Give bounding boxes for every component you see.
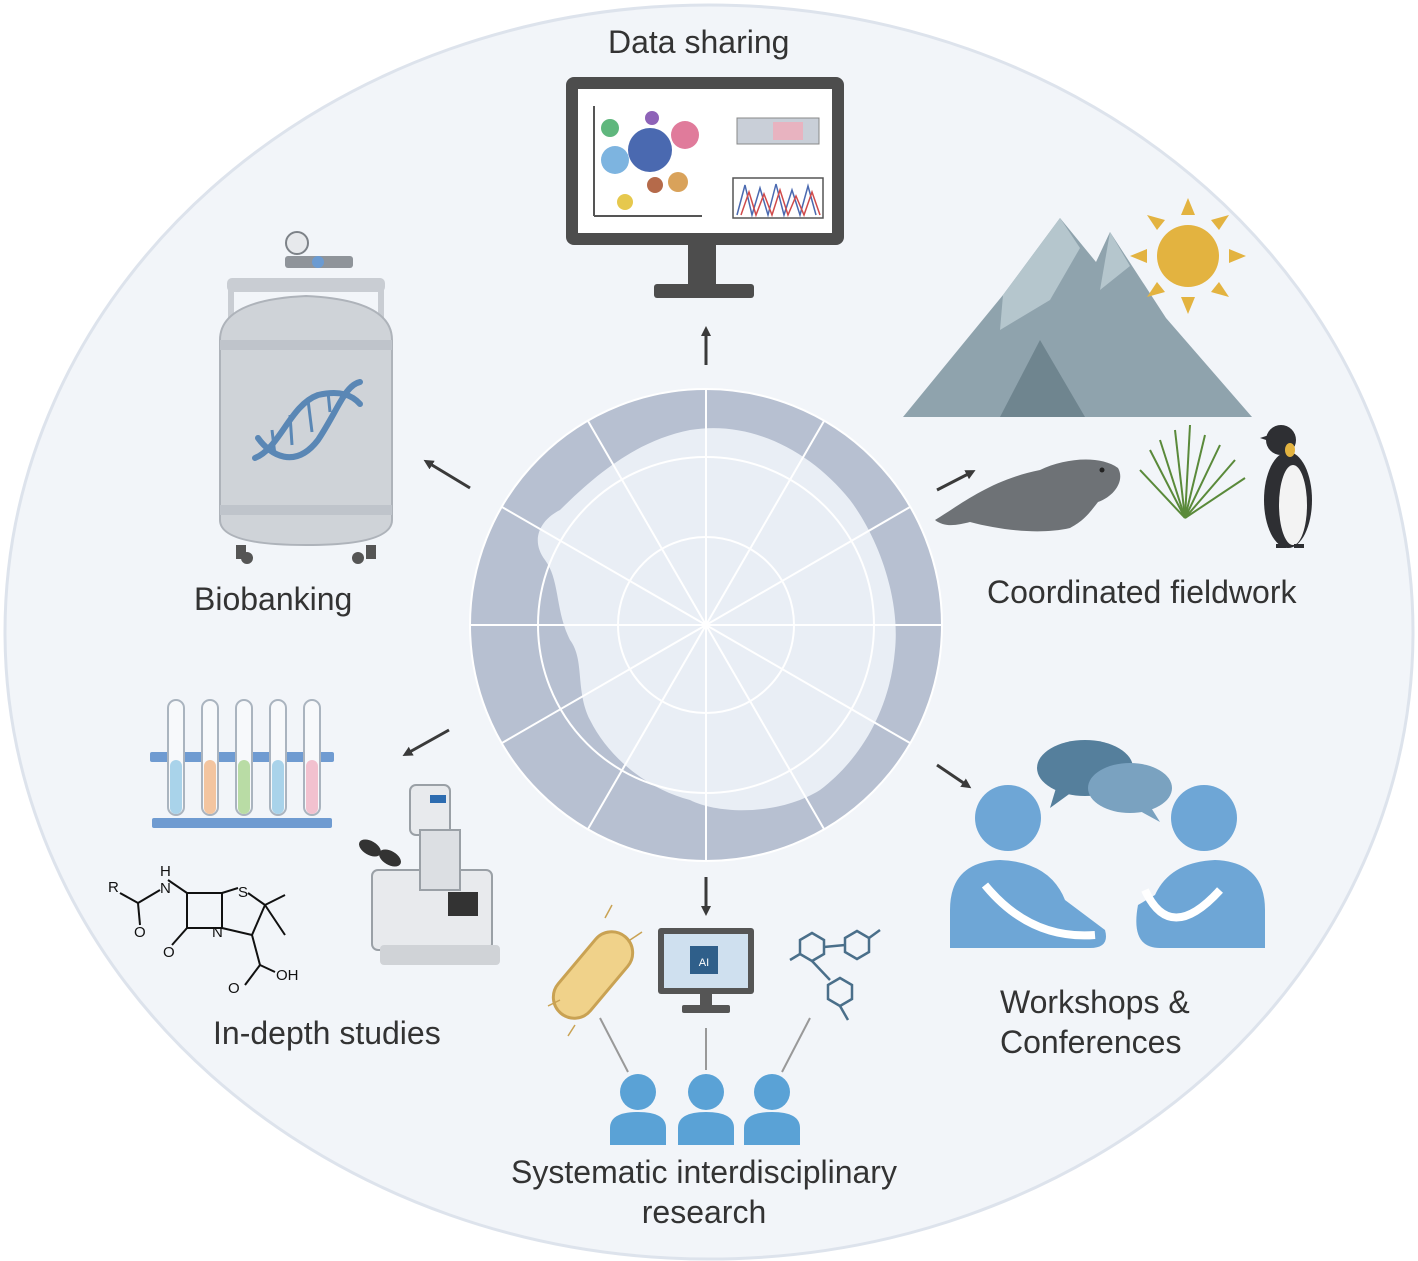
bacterium-icon: [547, 904, 643, 1037]
chem-h-label: H: [160, 863, 171, 880]
label-data-sharing: Data sharing: [608, 24, 790, 60]
chem-n2-label: N: [212, 924, 223, 941]
label-systematic-research: Systematic interdisciplinary research: [454, 1152, 954, 1232]
label-systematic-line1: Systematic interdisciplinary: [511, 1154, 897, 1190]
label-workshops-conferences: Workshops & Conferences: [1000, 982, 1190, 1062]
molecule-icon: [789, 928, 881, 1021]
label-workshops-line2: Conferences: [1000, 1024, 1182, 1060]
arrow-biobanking: [423, 459, 471, 490]
ai-computer-icon: [658, 928, 754, 1013]
label-systematic-line2: research: [641, 1194, 767, 1230]
research-connectors: [599, 1017, 811, 1073]
arrow-fieldwork: [936, 470, 976, 492]
arrow-indepth: [402, 728, 450, 756]
seal-icon: [935, 459, 1121, 532]
chem-o3-label: O: [228, 980, 240, 997]
chem-o1-label: O: [134, 924, 146, 941]
test-tubes-icon: [150, 699, 334, 828]
ai-chip-label: AI: [699, 957, 709, 969]
chem-oh-label: OH: [276, 967, 299, 984]
label-workshops-line1: Workshops &: [1000, 984, 1190, 1020]
mountain-icon: [903, 218, 1252, 417]
people-talking-icon: [950, 785, 1265, 948]
arrows: [402, 326, 976, 916]
chem-n-label: N: [160, 880, 171, 897]
arrow-workshops: [936, 763, 972, 789]
sun-icon: [1130, 198, 1246, 314]
monitor-icon: [566, 77, 844, 298]
penguin-icon: [1260, 425, 1312, 548]
researchers-icon: [610, 1074, 800, 1145]
antarctica-map-icon: [469, 388, 943, 862]
chem-s-label: S: [238, 884, 248, 901]
penicillin-structure-icon: [119, 879, 286, 986]
label-in-depth-studies: In-depth studies: [213, 1015, 441, 1051]
label-coordinated-fieldwork: Coordinated fieldwork: [987, 574, 1297, 610]
chem-r-label: R: [108, 879, 119, 896]
microscope-icon: [359, 784, 500, 965]
grass-icon: [1139, 424, 1246, 519]
chem-o2-label: O: [163, 944, 175, 961]
label-biobanking: Biobanking: [194, 581, 353, 617]
cryo-tank-icon: [219, 231, 393, 564]
speech-bubbles-icon: [1037, 740, 1172, 822]
